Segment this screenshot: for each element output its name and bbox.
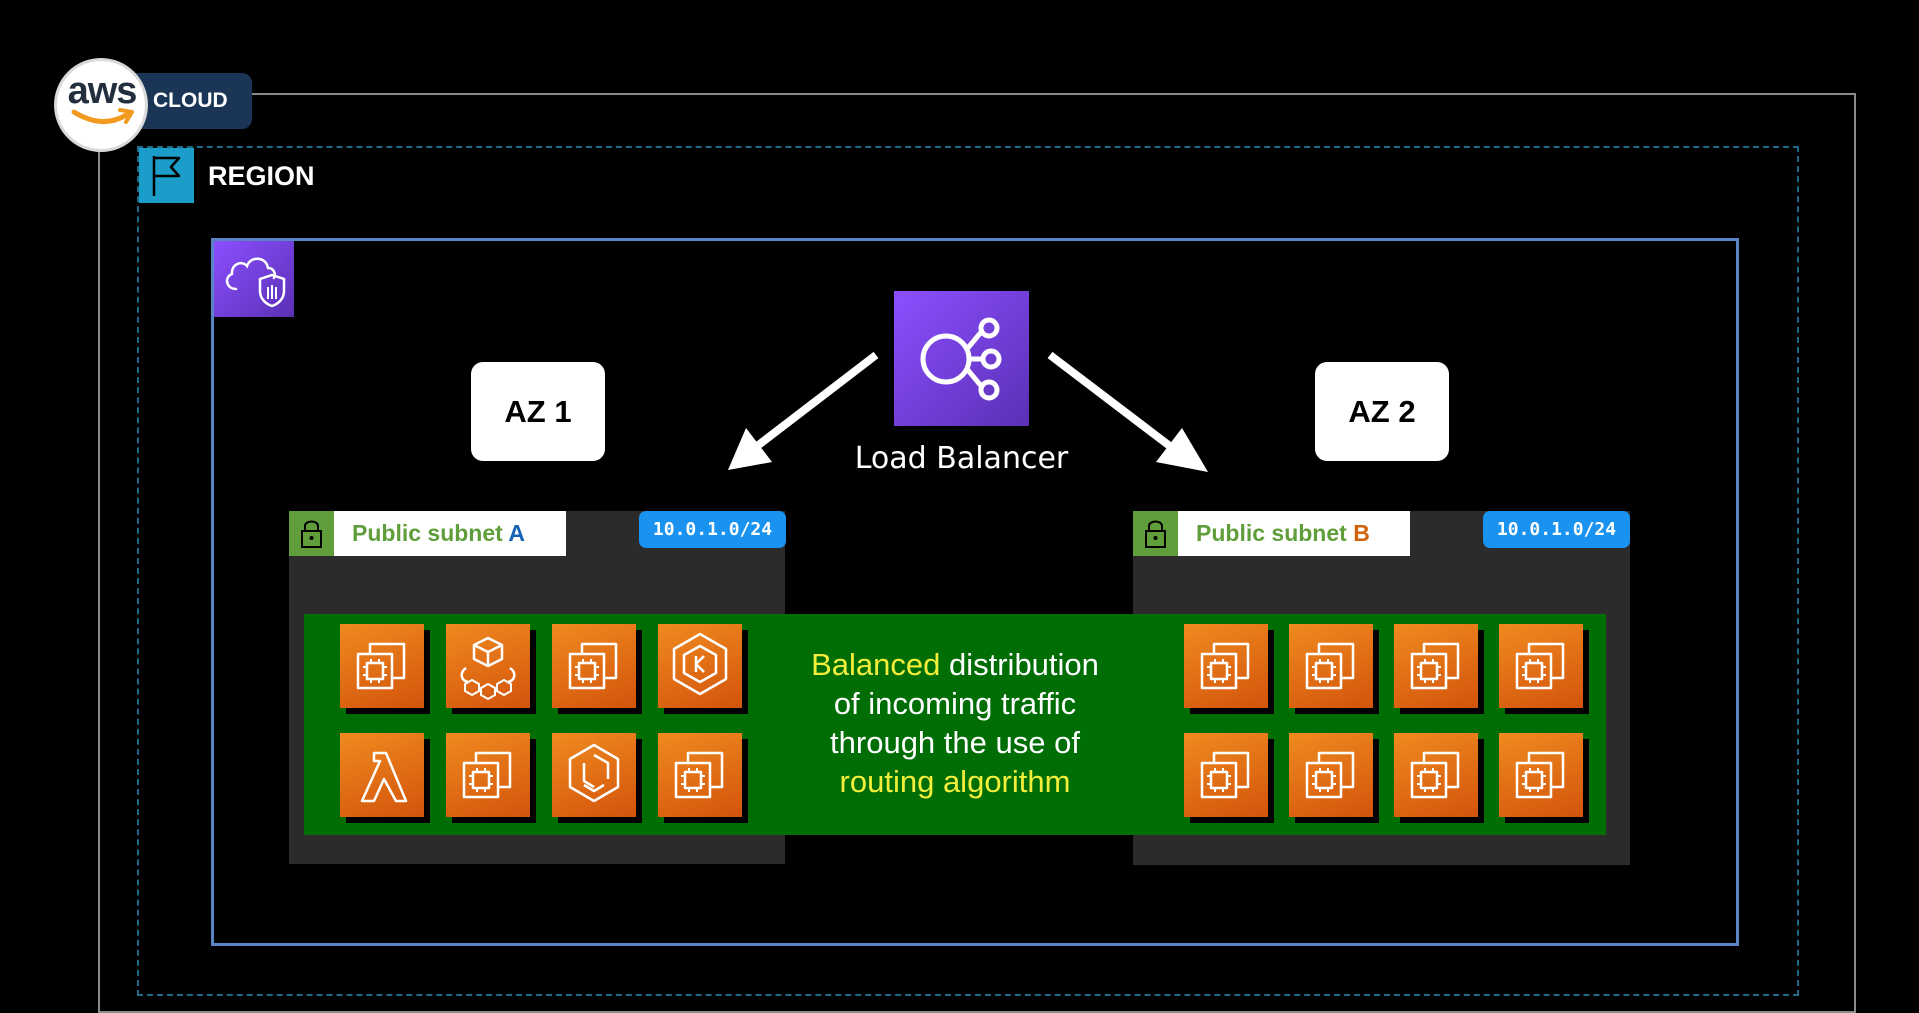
ec2-icon bbox=[658, 733, 742, 817]
aws-logo bbox=[54, 58, 148, 152]
vpc-cloud-shield-icon bbox=[214, 241, 294, 317]
ec2-icon bbox=[340, 624, 424, 708]
region-label: REGION bbox=[208, 161, 315, 191]
region-group bbox=[137, 146, 1799, 996]
ec2-icon bbox=[1394, 624, 1478, 708]
cloud-label: CLOUD bbox=[153, 89, 228, 112]
traffic-arrows bbox=[728, 351, 1208, 472]
ec2-icon bbox=[552, 624, 636, 708]
ec2-icon bbox=[1499, 624, 1583, 708]
lambda-icon bbox=[340, 733, 424, 817]
lock-icon bbox=[289, 511, 334, 556]
arrow-to-az2 bbox=[1047, 351, 1208, 472]
ec2-icon bbox=[446, 733, 530, 817]
subnet-a-label: Public subnet A bbox=[334, 511, 566, 556]
ec2-icon bbox=[1289, 624, 1373, 708]
load-balancer-label: Load Balancer bbox=[854, 441, 1069, 476]
vpc-group bbox=[211, 238, 1739, 946]
ec2-icon bbox=[1184, 624, 1268, 708]
ec2-icon bbox=[1289, 733, 1373, 817]
subnet-b-label: Public subnet B bbox=[1178, 511, 1410, 556]
aws-smile-icon bbox=[71, 108, 134, 124]
caption-highlight-routing: routing algorithm bbox=[839, 764, 1071, 799]
lock-icon bbox=[1133, 511, 1178, 556]
fargate-icon bbox=[446, 624, 530, 708]
subnet-b-cidr: 10.0.1.0/24 bbox=[1483, 511, 1630, 548]
eks-icon bbox=[658, 624, 742, 708]
ec2-icon bbox=[1394, 733, 1478, 817]
subnet-a-cidr: 10.0.1.0/24 bbox=[639, 511, 786, 548]
flag-icon bbox=[139, 148, 194, 203]
load-balancer-icon bbox=[894, 291, 1029, 426]
az-1-label: AZ 1 bbox=[471, 362, 605, 461]
ecs-icon bbox=[552, 733, 636, 817]
aws-logo-text: aws bbox=[67, 70, 138, 112]
distribution-caption: Balanced distribution of incoming traffi… bbox=[740, 645, 1170, 801]
ec2-icon bbox=[1184, 733, 1268, 817]
arrow-to-az1 bbox=[728, 351, 879, 470]
az-2-label: AZ 2 bbox=[1315, 362, 1449, 461]
ec2-icon bbox=[1499, 733, 1583, 817]
caption-highlight-balanced: Balanced bbox=[811, 647, 941, 682]
